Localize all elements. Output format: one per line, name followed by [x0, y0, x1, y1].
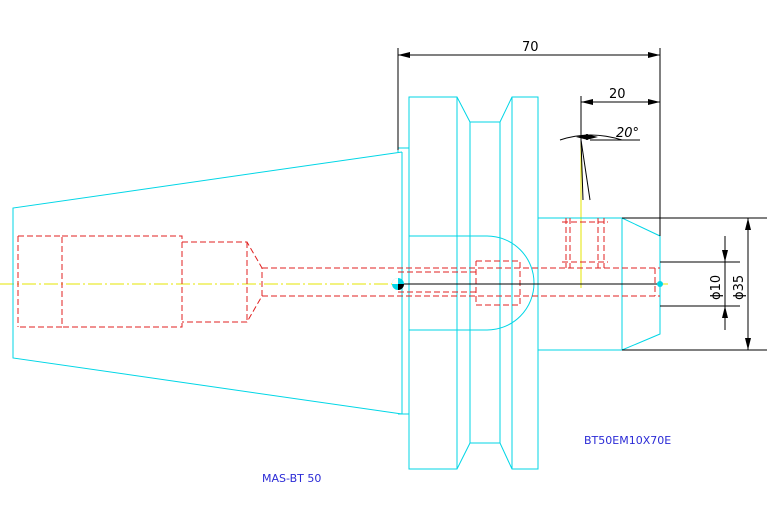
center-marker-left [392, 278, 404, 290]
dim-nose-length: 20 [609, 87, 626, 102]
hidden-lines [17, 218, 660, 328]
dim-bore-diameter: ϕ10 [709, 275, 724, 300]
taper-outline [12, 151, 403, 415]
dim-angle: 20° [616, 126, 639, 141]
dimension-lines [397, 48, 767, 351]
dim-nose-diameter: ϕ35 [732, 275, 747, 300]
taper-code-label: MAS-BT 50 [262, 472, 321, 485]
center-marker-right [657, 281, 663, 287]
dimension-arrows [398, 52, 751, 350]
holder-code-label: BT50EM10X70E [584, 434, 671, 447]
dim-overall-length: 70 [522, 40, 539, 55]
flange-outline [397, 96, 661, 470]
